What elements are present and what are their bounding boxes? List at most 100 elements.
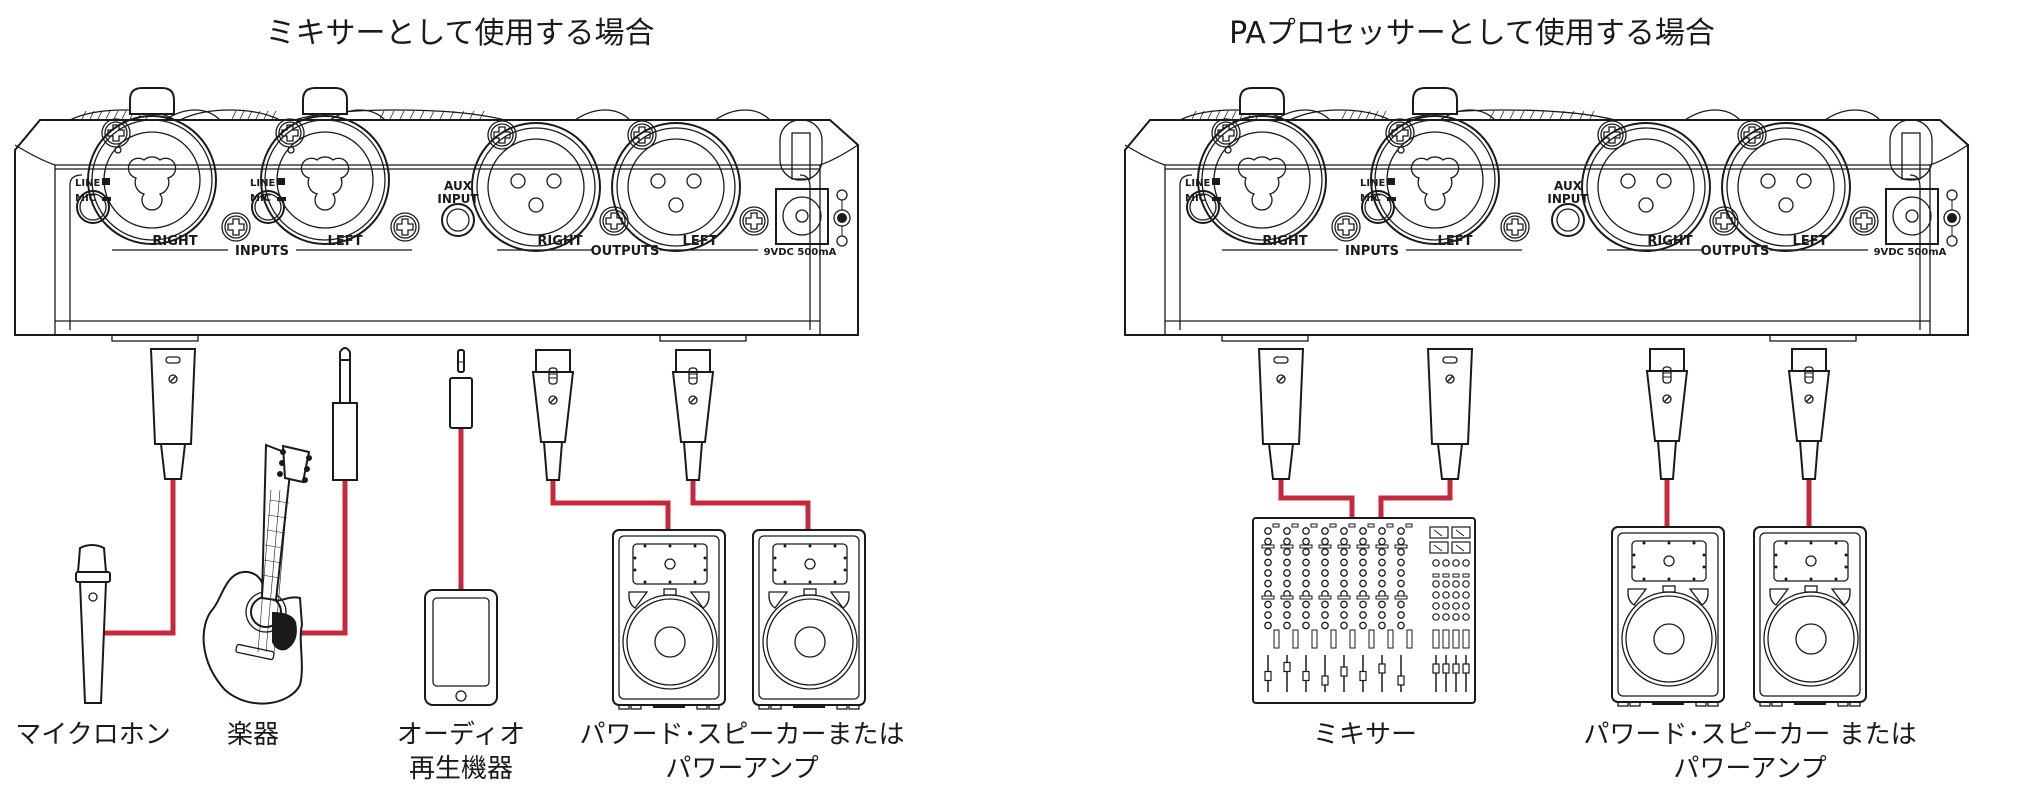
mixer-knob xyxy=(1283,527,1291,535)
mixer-master-knob xyxy=(1442,591,1450,599)
xlr-male-plug-right xyxy=(1258,348,1304,480)
mixer-knob xyxy=(1264,558,1272,567)
mixer-master-button xyxy=(1462,573,1470,578)
mixer-knob xyxy=(1378,548,1386,556)
mixer-knob xyxy=(1378,600,1386,609)
mixer-indicator xyxy=(1291,523,1299,528)
mixer-meter xyxy=(1273,629,1280,649)
mixer-knob xyxy=(1378,569,1386,577)
mixer-master-button xyxy=(1432,573,1440,578)
phone-plug-quarter-inch xyxy=(332,347,358,481)
svg-text:RIGHT: RIGHT xyxy=(1647,234,1692,249)
powered-speaker-right xyxy=(1611,526,1725,707)
mixer-master-knob xyxy=(1432,559,1440,567)
mixer-master-knob xyxy=(1462,613,1470,621)
mixer-fader-cap xyxy=(1359,670,1367,682)
mixer-knob xyxy=(1264,611,1272,619)
mixer-button xyxy=(1318,544,1332,549)
mixer-meter xyxy=(1292,629,1299,649)
mixer-button xyxy=(1356,595,1370,600)
audio-player-icon xyxy=(424,589,498,706)
mixer-knob xyxy=(1302,611,1310,619)
panel-title-mixer-use: ミキサーとして使用する場合 xyxy=(265,16,655,51)
mixer-meter xyxy=(1330,629,1337,649)
mixer-vu-meter xyxy=(1429,526,1449,539)
xlr-female-plug-left xyxy=(672,349,714,481)
mixer-master-knob xyxy=(1452,613,1460,621)
mixer-knob xyxy=(1397,600,1405,609)
mixer-master-fader-cap xyxy=(1432,663,1440,674)
mixer-knob xyxy=(1302,527,1310,535)
mixer-knob xyxy=(1302,537,1310,546)
mixer-button xyxy=(1280,595,1294,600)
label-microphone: マイクロホン xyxy=(15,720,171,750)
mixer-vu-meter xyxy=(1451,541,1471,554)
mixer-master-fader-cap xyxy=(1462,663,1470,674)
cable-mixer-right xyxy=(1278,478,1355,518)
mixer-master-meter xyxy=(1442,629,1450,649)
mixer-knob xyxy=(1264,621,1272,630)
mixer-master-knob xyxy=(1452,591,1460,599)
mixer-knob xyxy=(1397,527,1405,535)
xlr-male-plug-right xyxy=(150,348,196,480)
label-audio-player: オーディオ 再生機器 xyxy=(397,718,525,786)
mixer-knob xyxy=(1283,579,1291,588)
mixer-fader-cap xyxy=(1283,661,1291,673)
mixer-fader-cap xyxy=(1302,670,1310,682)
mixer-master-knob xyxy=(1452,602,1460,610)
mixer-fader-cap xyxy=(1340,666,1348,677)
mixer-master-knob xyxy=(1432,591,1440,599)
guitar-icon xyxy=(202,443,312,705)
svg-text:OUTPUTS: OUTPUTS xyxy=(1701,244,1770,259)
mixer-master-knob xyxy=(1432,580,1440,588)
mixer-master-knob xyxy=(1462,591,1470,599)
label-mixer: ミキサー xyxy=(1312,720,1418,750)
mixer-knob xyxy=(1283,558,1291,567)
mixer-knob xyxy=(1340,621,1348,630)
mini-plug-3-5mm xyxy=(449,349,473,429)
mixer-knob xyxy=(1359,611,1367,619)
cables-left xyxy=(103,428,811,636)
mixer-button xyxy=(1337,544,1351,549)
mixer-indicator xyxy=(1367,523,1375,528)
mixer-indicator xyxy=(1405,523,1413,528)
mixer-knob xyxy=(1340,548,1348,556)
mixer-knob xyxy=(1359,537,1367,546)
mixer-master-knob xyxy=(1462,580,1470,588)
svg-text:LEFT: LEFT xyxy=(683,234,718,249)
mixer-vu-needle xyxy=(1433,544,1443,552)
mixer-knob xyxy=(1378,537,1386,546)
mixer-indicator xyxy=(1310,523,1318,528)
mixer-vu-needle xyxy=(1455,529,1465,537)
mixer-button xyxy=(1356,544,1370,549)
mixer-master-meter xyxy=(1462,629,1470,649)
mixer-meter xyxy=(1368,629,1375,649)
label-audio-player-line2: 再生機器 xyxy=(408,754,513,784)
mixer-button xyxy=(1337,595,1351,600)
mixer-vu-meter xyxy=(1429,541,1449,554)
mixer-button xyxy=(1261,595,1275,600)
mixer-knob xyxy=(1264,579,1272,588)
svg-text:9VDC 500mA: 9VDC 500mA xyxy=(1874,247,1947,258)
cable-mixer-left xyxy=(1378,478,1453,518)
mixer-vu-needle xyxy=(1433,529,1443,537)
mixer-knob xyxy=(1397,579,1405,588)
label-powered-speaker: パワード･スピーカーまたは パワーアンプ xyxy=(579,718,904,786)
svg-text:LEFT: LEFT xyxy=(1438,234,1473,249)
mixer-master-knob xyxy=(1442,602,1450,610)
mixer-knob xyxy=(1378,621,1386,630)
mixer-button xyxy=(1394,595,1408,600)
svg-text:RIGHT: RIGHT xyxy=(1262,234,1307,249)
mixer-knob xyxy=(1321,600,1329,609)
mixer-knob xyxy=(1283,537,1291,546)
mixer-master-knob xyxy=(1462,602,1470,610)
mixer-knob xyxy=(1283,600,1291,609)
mixer-knob xyxy=(1321,621,1329,630)
mixer-knob xyxy=(1264,527,1272,535)
mixer-knob xyxy=(1283,548,1291,556)
mixer-master-knob xyxy=(1452,580,1460,588)
mixer-knob xyxy=(1378,611,1386,619)
mixer-knob xyxy=(1321,558,1329,567)
device-rear-panel-left: LINE MIC LINE MIC AUX INPUT RIGHT LEFT I… xyxy=(14,87,859,342)
mixer-vu-meter xyxy=(1451,526,1471,539)
